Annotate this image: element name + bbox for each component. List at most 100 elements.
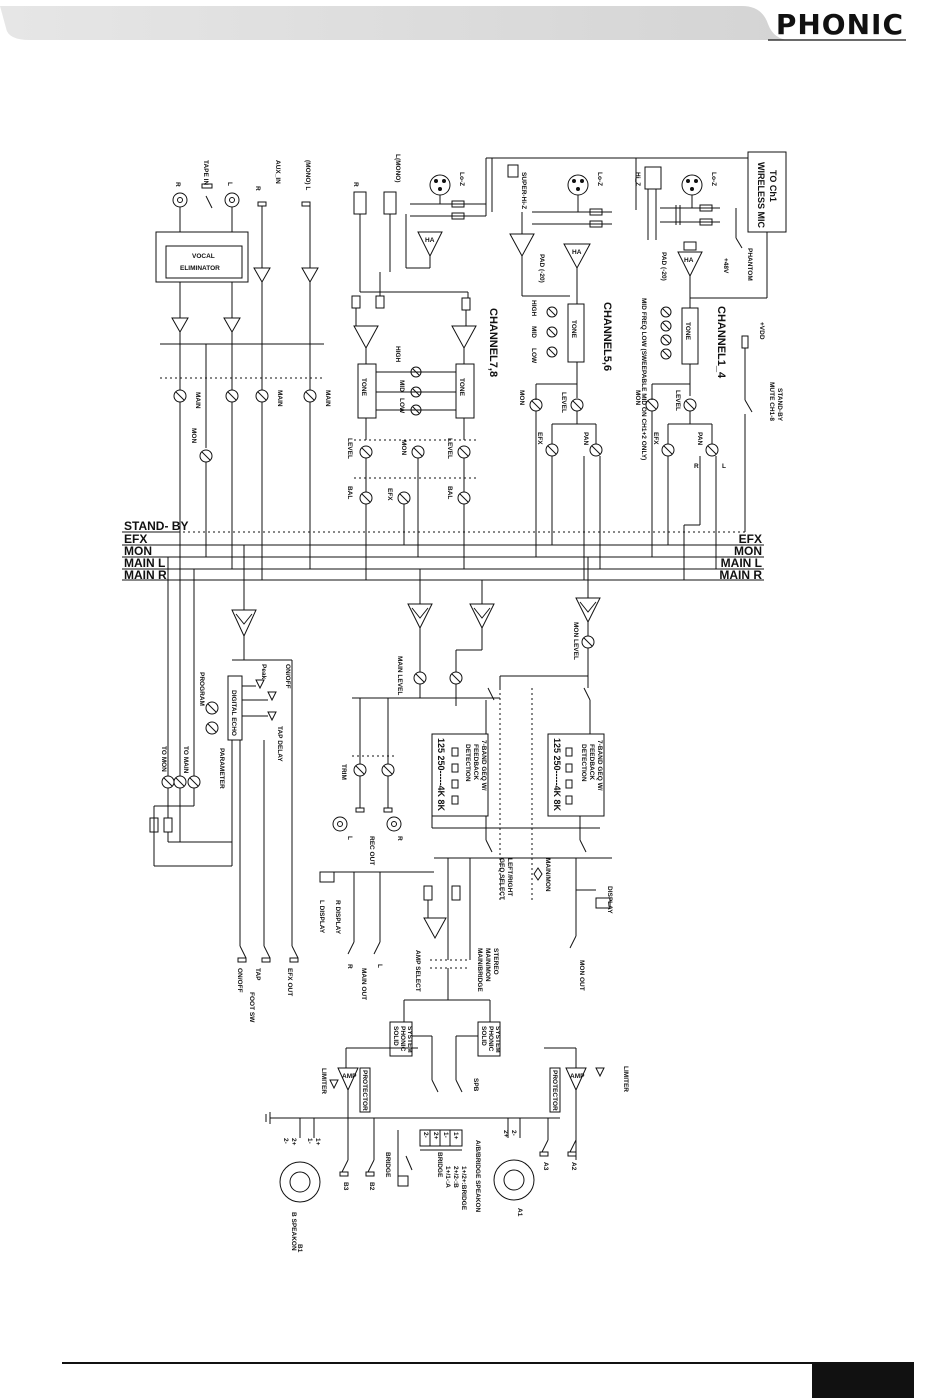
wireless-label-2: TO Ch1 (768, 170, 778, 202)
efxout-label: EFX OUT (286, 968, 293, 996)
display-icon (595, 897, 611, 909)
xlr-icon (681, 174, 703, 196)
buffer-amp-icon (423, 917, 447, 940)
mainmon-label: MAIN/MON (544, 858, 551, 892)
amp-label-a: AMP (570, 1073, 585, 1080)
pan-knob-icon (589, 443, 603, 457)
digital-echo-label: DIGITAL ECHO (230, 690, 237, 736)
buffer-amp-icon (171, 317, 189, 334)
bus-label-main-r: MAIN R (124, 568, 167, 582)
rca-jack-icon (172, 192, 188, 208)
buffer-amp-icon (253, 267, 271, 284)
monlevel-label: MON LEVEL (572, 622, 579, 660)
channel-7-8-block: Lo-Z R L(MONO) HA TONE TONE (346, 154, 499, 580)
parameter-knob-icon (205, 721, 219, 735)
efx-label-ch78: EFX (386, 488, 393, 501)
trim-label: TRIM (340, 764, 347, 780)
tape-r-label: R (174, 182, 181, 187)
tone-box-ch78-l (455, 363, 475, 419)
page-number-tab (812, 1362, 914, 1398)
main-label-aux-2: MAIN (324, 390, 331, 407)
tone-box-ch78-r (357, 363, 377, 419)
phantom-label: PHANTOM (746, 248, 753, 281)
mon-label-tape: MON (190, 428, 197, 443)
aux-r-label: R (254, 186, 261, 191)
mainmon2-label: MAIN/MON (484, 948, 491, 982)
knob-icon (660, 334, 672, 346)
a3-label: A3 (542, 1162, 549, 1171)
footer-rule (62, 1362, 882, 1364)
channel-5-6-label: CHANNEL5,6 (601, 302, 613, 371)
resistor-icon (741, 335, 749, 349)
pin2p-a: 2+ (502, 1130, 509, 1138)
recout-r-label: R (396, 836, 403, 841)
resistor-icon (699, 204, 713, 212)
jack-icon (507, 164, 519, 178)
rca-jack-icon (224, 192, 240, 208)
tone-label-ch14: TONE (684, 322, 691, 341)
peak-label: Peak (260, 664, 267, 680)
low-label-ch56: LOW (530, 348, 537, 364)
switch-icon (201, 183, 213, 189)
high-label-ch56: HIGH (530, 300, 537, 317)
main-label-tape: MAIN (194, 392, 201, 409)
tomain-label: TO MAIN (182, 746, 189, 774)
tone-label-ch78-l: TONE (458, 378, 465, 397)
resistor-icon (589, 220, 603, 228)
channel-1-4-block: WIRELESS MIC TO Ch1 Lo-Z Hi_Z PHANTOM +4… (178, 151, 787, 580)
mid-label-ch78: MID (398, 380, 405, 392)
resistor-icon (589, 208, 603, 216)
bus-label-efx-right: EFX (739, 532, 762, 546)
b1-label: B1 (296, 1244, 303, 1253)
buffer-amp-icon (353, 325, 379, 350)
knob-icon (410, 404, 422, 416)
pad-label-2: PAD (-20) (538, 254, 545, 283)
wireless-label: WIRELESS MIC (756, 162, 766, 229)
protector-label-b: PROTECTOR (361, 1070, 368, 1111)
channel-5-6-block: Lo-Z SUPER-Hi-Z HA PAD (-20) TONE HIGH M… (491, 157, 636, 580)
bridge-pin-box (419, 1129, 463, 1147)
pin2m-box: 2- (422, 1132, 429, 1138)
channel-7-8-label: CHANNEL7,8 (487, 308, 499, 377)
a1-label: A1 (516, 1208, 523, 1217)
geq-main-bands: 125 250-----4K 8K (436, 738, 446, 812)
onoff-label-2: ON/OFF (236, 968, 243, 993)
buffer-amp-icon (301, 267, 319, 284)
pan-knob-icon (705, 443, 719, 457)
v48-label: +48V (722, 258, 729, 274)
leftright-label: LEFT/RIGHT (506, 858, 513, 896)
jack-icon (301, 201, 311, 207)
led-icon (267, 711, 277, 722)
rca-jack-icon (332, 816, 348, 832)
summing-amp-icon (407, 603, 433, 630)
geq-mon-label-3: DETECTION (580, 744, 587, 782)
bus-labels-right: EFX MON MAIN L MAIN R (719, 532, 762, 582)
power-amp-block: AMP PROTECTOR LIMITER AMP PROTECTOR LIMI… (265, 1047, 629, 1253)
pin2p-box: 2+ (432, 1132, 439, 1140)
limiter-label-a: LIMITER (622, 1066, 629, 1092)
pin2m-b: 2- (282, 1138, 289, 1144)
knob-icon (546, 306, 558, 318)
recout-label: REC OUT (368, 836, 375, 865)
loz-label-3: Lo-Z (458, 172, 465, 186)
resistor-icon (451, 200, 465, 208)
hiz-label: Hi_Z (634, 172, 641, 186)
bal-label-l: BAL (446, 486, 453, 499)
l-label: L (722, 463, 726, 470)
buffer-amp-icon (509, 233, 535, 258)
bridge-label-2: BRIDGE (436, 1152, 443, 1178)
jack-icon (383, 191, 397, 215)
tone-label-ch56: TONE (570, 320, 577, 339)
mainbridge-label: MAIN/BRIDGE (476, 948, 483, 992)
bus-label-main-r-right: MAIN R (719, 568, 762, 582)
geq-main-label-3: DETECTION (464, 744, 471, 782)
led-icon (255, 679, 265, 690)
header-bar (0, 0, 950, 46)
r-label-jack: R (352, 182, 359, 187)
vocal-eliminator-inner (165, 245, 243, 279)
resistor-icon (375, 295, 385, 309)
level-label-ch56: LEVEL (560, 392, 567, 413)
solid-phonic-box-1 (389, 1021, 413, 1057)
geq-box-main (431, 733, 489, 817)
mid-note-label: MID FREQ LOW (SWEEPABLE MID ON CH1+2 ONL… (640, 298, 647, 460)
